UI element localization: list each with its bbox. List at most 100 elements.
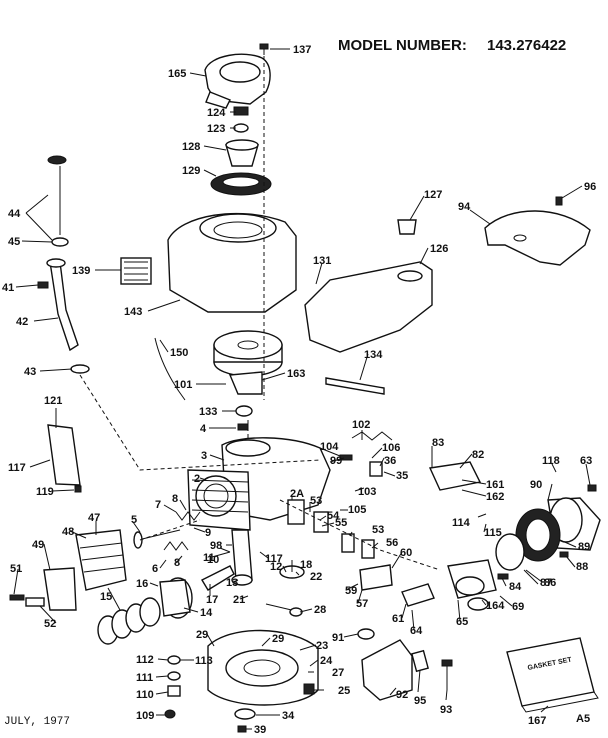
part-label-105: 105 — [348, 504, 366, 516]
washer-123 — [233, 123, 249, 133]
part-label-134: 134 — [364, 349, 383, 361]
intake-screen-139 — [120, 257, 152, 285]
part-label-28: 28 — [314, 604, 326, 616]
part-label-60: 60 — [400, 547, 412, 559]
spark-plug-52 — [25, 597, 45, 607]
part-label-27: 27 — [332, 667, 344, 679]
part-label-8b: 8 — [174, 557, 180, 569]
part-label-13: 13 — [226, 577, 238, 589]
screw-63 — [587, 484, 597, 492]
part-label-139: 139 — [72, 265, 90, 277]
part-label-162: 162 — [486, 491, 504, 503]
part-label-6: 6 — [152, 563, 158, 575]
part-label-56: 56 — [386, 537, 398, 549]
governor-spring-102 — [351, 431, 393, 441]
part-labels: 137 165 124 123 128 129 127 96 94 44 45 … — [2, 44, 596, 736]
part-label-21: 21 — [233, 594, 245, 606]
part-label-161: 161 — [486, 479, 504, 491]
bolt-28 — [265, 603, 303, 617]
part-label-63: 63 — [580, 455, 592, 467]
plug-109 — [164, 709, 176, 719]
part-label-44: 44 — [8, 208, 21, 220]
part-label-14: 14 — [200, 607, 213, 619]
nut-124 — [233, 106, 249, 116]
piston-14 — [159, 577, 193, 619]
part-label-87: 87 — [540, 577, 552, 589]
valve-spring-7 — [163, 541, 189, 551]
part-label-104: 104 — [320, 441, 339, 453]
part-label-114: 114 — [452, 517, 471, 529]
part-label-102: 102 — [352, 419, 370, 431]
part-label-131: 131 — [313, 255, 331, 267]
muffler-92 — [361, 639, 413, 701]
fuel-tank-126 — [304, 261, 433, 353]
flywheel-163 — [213, 330, 283, 377]
model-number-value: 143.276422 — [487, 37, 566, 54]
o-ring-43 — [70, 364, 90, 374]
part-label-59: 59 — [345, 585, 357, 597]
part-label-2: 2 — [194, 473, 200, 485]
part-label-53b: 53 — [372, 524, 384, 536]
part-label-51: 51 — [10, 563, 22, 575]
drain-plug-110 — [167, 655, 181, 697]
alignment-lines — [79, 56, 441, 571]
part-label-112: 112 — [136, 654, 154, 666]
part-label-164: 164 — [486, 600, 505, 612]
part-label-11: 11 — [203, 552, 215, 564]
part-label-124: 124 — [207, 107, 226, 119]
cam-gear-22 — [279, 560, 305, 579]
screw-96 — [555, 196, 563, 206]
part-label-41: 41 — [2, 282, 14, 294]
part-label-55: 55 — [335, 517, 347, 529]
part-label-15: 15 — [100, 591, 112, 603]
seal-45 — [51, 237, 69, 247]
part-label-123: 123 — [207, 123, 225, 135]
part-label-150: 150 — [170, 347, 188, 359]
part-label-47: 47 — [88, 512, 100, 524]
valve-spring-8 — [175, 511, 201, 521]
part-label-115: 115 — [484, 527, 502, 539]
blower-housing-143 — [167, 212, 297, 313]
part-label-57: 57 — [356, 598, 368, 610]
part-label-98: 98 — [210, 540, 222, 552]
part-label-10: 10 — [207, 554, 219, 566]
intake-pipe-60 — [359, 564, 393, 591]
part-label-121: 121 — [44, 395, 62, 407]
screw-39 — [237, 725, 247, 733]
part-label-8a: 8 — [172, 493, 178, 505]
part-label-39: 39 — [254, 724, 266, 736]
part-label-18: 18 — [300, 559, 312, 571]
part-label-43: 43 — [24, 366, 36, 378]
part-label-119: 119 — [36, 486, 54, 498]
part-label-54: 54 — [327, 510, 340, 522]
part-label-61: 61 — [392, 613, 404, 625]
part-label-23: 23 — [316, 640, 328, 652]
muffler-47 — [75, 529, 127, 591]
part-label-42: 42 — [16, 316, 28, 328]
part-label-16: 16 — [136, 578, 148, 590]
bracket-49 — [43, 567, 77, 611]
part-label-118: 118 — [542, 455, 560, 467]
screw-51 — [9, 594, 25, 601]
screw-84 — [497, 573, 509, 580]
part-label-111: 111 — [136, 672, 153, 684]
part-label-99: 99 — [330, 455, 342, 467]
crankcase-cover-23 — [207, 629, 319, 706]
air-cleaner-body-87 — [495, 533, 525, 571]
part-label-7a: 7 — [155, 499, 161, 511]
washer-91 — [357, 628, 375, 640]
starter-cup-128 — [225, 139, 259, 167]
valve-5 — [133, 529, 181, 549]
part-label-82: 82 — [472, 449, 484, 461]
gasket-set-167 — [506, 637, 599, 713]
fuel-line-134 — [325, 377, 385, 395]
part-label-167: 167 — [528, 715, 546, 727]
cylinder-head-2 — [187, 469, 251, 531]
linkage-36 — [369, 461, 383, 477]
seal-25 — [303, 683, 315, 695]
part-label-109: 109 — [136, 710, 154, 722]
part-label-65: 65 — [456, 616, 468, 628]
part-label-101: 101 — [174, 379, 192, 391]
part-label-49: 49 — [32, 539, 44, 551]
part-label-86: 86 — [544, 577, 556, 589]
